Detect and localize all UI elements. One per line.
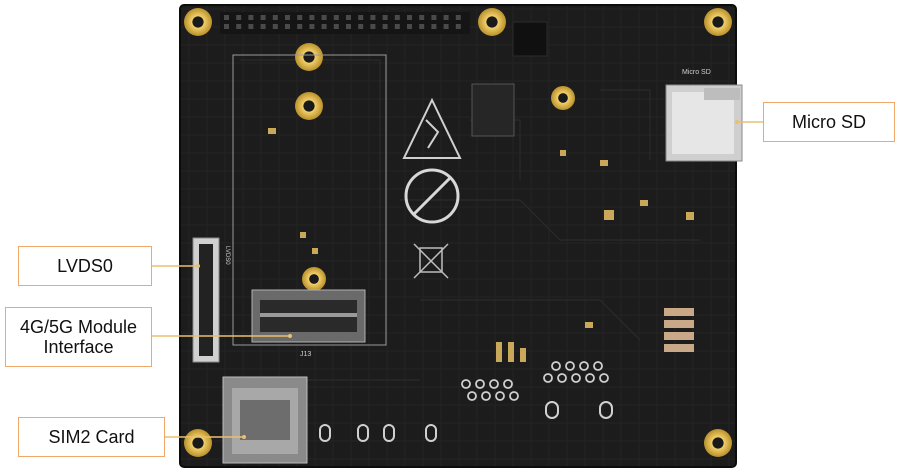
header-pin [455,24,461,29]
lead-free-icon [404,168,460,224]
m2-silkscreen: J13 [300,351,311,358]
header-pin [358,15,364,20]
header-pin [309,15,315,20]
through-hole-pad [461,379,471,389]
header-pin [346,15,351,20]
header-pin [260,24,266,29]
header-pin [272,15,278,20]
header-pin [236,24,242,29]
mounting-hole [295,43,323,71]
callout-micro-sd: Micro SD [763,102,895,142]
mounting-hole [704,8,732,36]
through-hole-pad [509,391,519,401]
through-hole-pads [461,361,609,401]
through-hole-pad [557,373,567,383]
header-pin [358,24,364,29]
weee-bin-icon [413,243,449,279]
header-pin [248,15,254,20]
header-pin [431,24,437,29]
lvds-connector [192,237,220,363]
header-pin [333,15,339,20]
oval-pads [319,401,613,442]
header-pin [394,24,400,29]
through-hole-pad [495,391,505,401]
header-pin [419,24,425,29]
lvds-silkscreen: LVDS0 [224,246,230,265]
header-pin [224,15,229,20]
header-pin [321,24,327,29]
callout-module-interface: 4G/5G Module Interface [5,307,152,367]
m2-connector [251,289,366,343]
through-hole-pad [489,379,499,389]
mounting-hole [295,92,323,120]
header-pin [407,24,412,29]
header-pin [394,15,400,20]
header-pin [321,15,327,20]
header-pin [382,24,388,29]
micro-sd-silkscreen: Micro SD [682,69,711,76]
header-pin [346,24,351,29]
header-pin [443,24,449,29]
callout-sim2-card: SIM2 Card [18,417,165,457]
pcb-board [180,5,736,467]
header-pin [260,15,266,20]
mounting-hole [478,8,506,36]
header-pin [333,24,339,29]
header-pin [382,15,388,20]
header-pin [431,15,437,20]
header-pin [443,15,449,20]
mounting-hole [704,429,732,457]
sim-card-slot [222,376,308,464]
leader-lines [152,121,763,438]
header-pin [285,15,290,20]
through-hole-pad [585,373,595,383]
through-hole-pad [503,379,513,389]
through-hole-pad [593,361,603,371]
header-pin [297,24,303,29]
through-hole-pad [571,373,581,383]
through-hole-pad [599,373,609,383]
header-pin [285,24,290,29]
resistor-array [664,308,694,352]
micro-sd-slot [665,84,743,162]
header-pin [224,24,229,29]
through-hole-pad [579,361,589,371]
mounting-hole [551,86,575,110]
header-pin [297,15,303,20]
mounting-hole [184,429,212,457]
leader-dots [196,120,739,439]
module-outline [232,54,387,346]
mounting-hole [302,267,326,291]
ic-chip [512,21,548,57]
header-pins [224,15,461,29]
through-hole-pad [551,361,561,371]
callout-lvds0: LVDS0 [18,246,152,286]
header-pin [309,24,315,29]
through-hole-pad [543,373,553,383]
header-pin [419,15,425,20]
header-pin [236,15,242,20]
smd-components [268,128,694,362]
through-hole-pad [565,361,575,371]
through-hole-pad [475,379,485,389]
through-hole-pad [467,391,477,401]
esd-warning-icon [402,97,462,159]
header-pin [370,24,376,29]
header-pin [455,15,461,20]
label-block [471,83,515,137]
header-pin [248,24,254,29]
through-hole-pad [481,391,491,401]
header-pin [272,24,278,29]
header-pin [407,15,412,20]
mounting-hole [184,8,212,36]
header-pin [370,15,376,20]
